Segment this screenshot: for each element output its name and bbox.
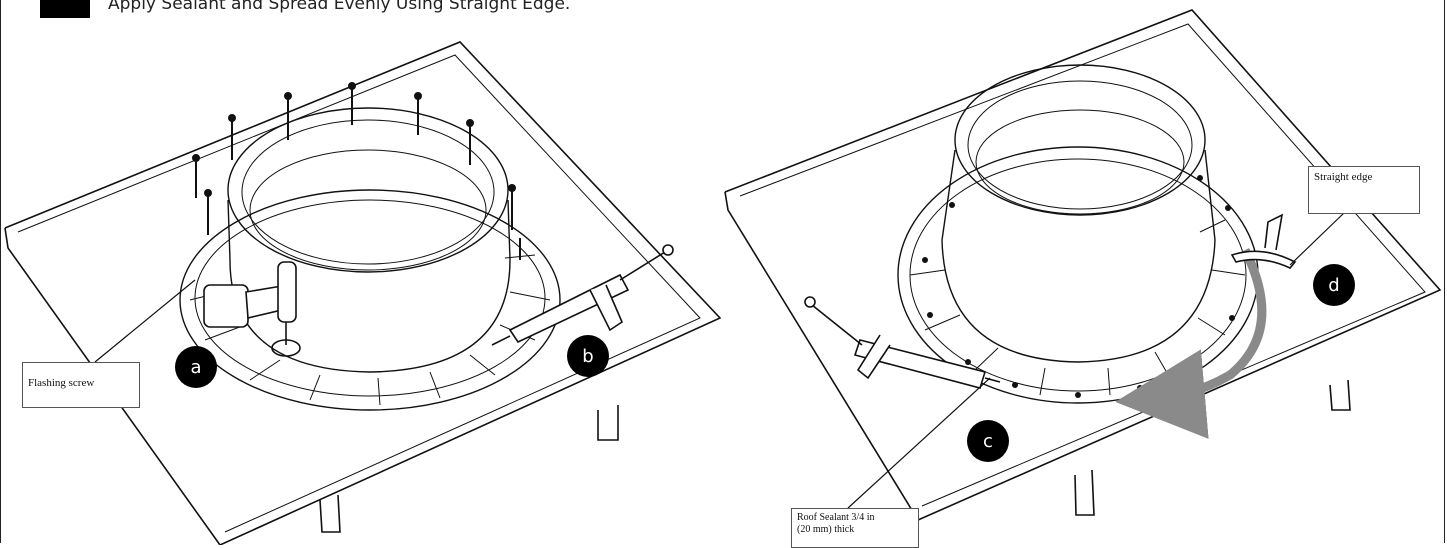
- left-screws: [192, 82, 521, 260]
- roof-sealant-label-line1: Roof Sealant 3/4 in: [797, 512, 875, 523]
- step-heading: Apply Sealant and Spread Evenly Using St…: [108, 0, 571, 14]
- straight-edge-callout: Straight edge: [1308, 166, 1420, 214]
- right-flange-holes: [922, 175, 1241, 398]
- step-badge-d: d: [1313, 264, 1355, 306]
- roof-sealant-leader: [847, 377, 991, 509]
- flashing-screw-callout: Flashing screw: [22, 362, 140, 408]
- flashing-screw-label: Flashing screw: [28, 377, 95, 389]
- step-badge-c: c: [967, 420, 1009, 462]
- caulk-gun-right: [804, 296, 1001, 389]
- caulk-gun-left: [491, 244, 674, 346]
- straight-edge-leader: [1289, 211, 1346, 266]
- drill-tool: [203, 261, 301, 357]
- straight-edge-label: Straight edge: [1314, 171, 1373, 183]
- right-flashing: [897, 64, 1259, 404]
- left-flashing: [179, 107, 561, 411]
- straight-edge-tool: [1230, 213, 1297, 269]
- roof-sealant-callout: Roof Sealant 3/4 in (20 mm) thick: [791, 508, 919, 548]
- flashing-screw-leader: [94, 279, 196, 363]
- roof-sealant-label-line2: (20 mm) thick: [797, 524, 855, 535]
- step-number-box: [40, 0, 90, 18]
- spread-direction-arrow: [1115, 247, 1267, 439]
- step-badge-a: a: [175, 346, 217, 388]
- step-badge-b: b: [567, 335, 609, 377]
